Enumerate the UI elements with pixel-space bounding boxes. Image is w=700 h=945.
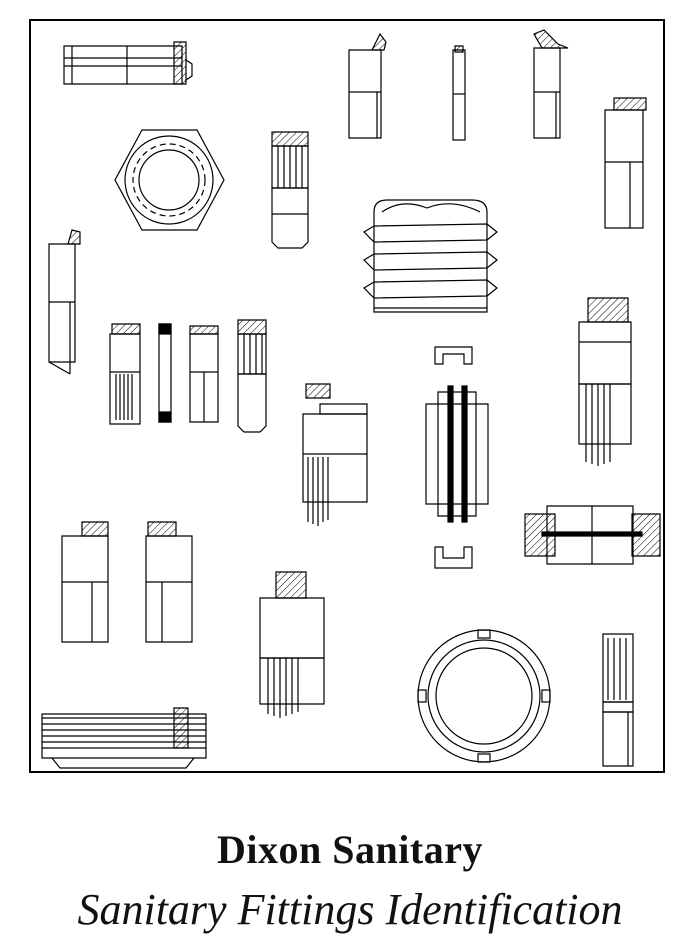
page-title: Dixon Sanitary — [217, 827, 483, 872]
horizontal-clamp-assembly — [525, 506, 660, 564]
page-subtitle: Sanitary Fittings Identification — [77, 885, 623, 934]
gasket-ring-section — [159, 324, 171, 422]
threaded-ferrule-bottom — [603, 634, 633, 766]
threaded-part-2 — [238, 320, 266, 432]
ferrule-fitting-1 — [64, 42, 192, 84]
clamp-section-left — [62, 522, 108, 642]
ferrule-fitting-3 — [534, 30, 568, 138]
gasket-thin — [453, 46, 465, 140]
hex-nut — [115, 130, 224, 230]
ferrule-fitting-6 — [190, 326, 218, 422]
threaded-sleeve — [260, 572, 324, 718]
threaded-cap-2 — [303, 384, 367, 526]
threaded-bush — [364, 200, 497, 312]
ferrule-fitting-2 — [349, 34, 386, 138]
union-assembly — [426, 347, 488, 568]
threaded-cap-1 — [110, 324, 140, 424]
fittings-illustration-panel — [29, 19, 665, 773]
ferrule-fitting-5 — [49, 230, 80, 374]
ferrule-fitting-4 — [605, 98, 646, 228]
spanner-nut — [418, 630, 550, 762]
threaded-part-1 — [272, 132, 308, 248]
clamp-section-right — [146, 522, 192, 642]
threaded-ferrule-right — [579, 298, 631, 466]
threaded-pipe — [42, 708, 206, 768]
